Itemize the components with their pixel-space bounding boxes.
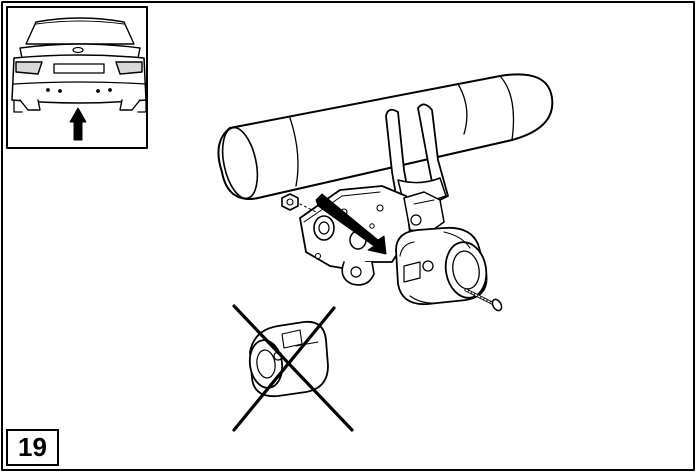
crossed-out-socket-icon <box>232 304 354 432</box>
socket <box>395 226 488 306</box>
car-rear-view-icon <box>6 6 148 149</box>
nut-icon <box>281 193 317 213</box>
tow-bar-tube <box>217 73 554 200</box>
insert-arrow-icon <box>315 193 387 255</box>
screw-icon <box>464 288 503 312</box>
step-number: 19 <box>6 429 59 466</box>
up-arrow-icon <box>69 107 87 141</box>
